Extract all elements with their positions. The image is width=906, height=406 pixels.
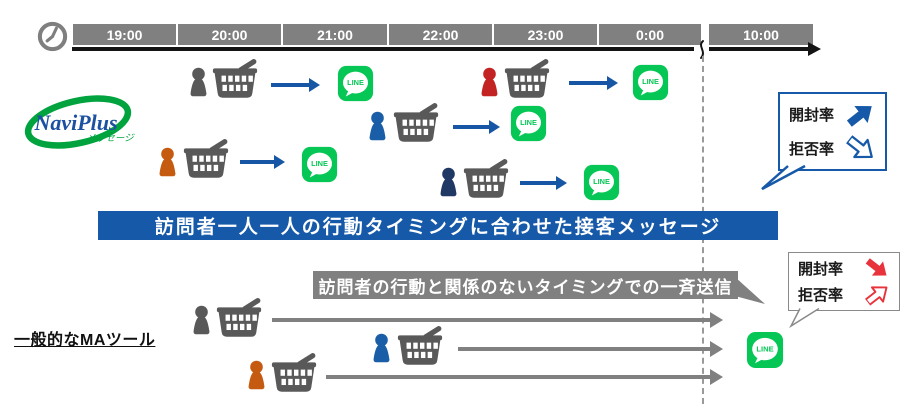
visitor-icon-navy bbox=[440, 167, 457, 197]
open-rate-label: 開封率 bbox=[789, 107, 835, 125]
open-rate-label: 開封率 bbox=[798, 261, 844, 278]
timeline-segment-1000: 10:00 bbox=[709, 24, 813, 45]
cart-icon bbox=[214, 297, 264, 339]
visitor-icon-blue bbox=[373, 333, 390, 363]
svg-text:LINE: LINE bbox=[347, 78, 364, 87]
cart-icon bbox=[269, 352, 319, 394]
reject-rate-label: 拒否率 bbox=[798, 287, 844, 304]
broadcast-arrow bbox=[326, 369, 723, 385]
trend-down-arrow-icon bbox=[841, 129, 880, 167]
time-axis-right bbox=[709, 42, 821, 56]
broadcast-arrow bbox=[272, 312, 723, 328]
line-app-icon: LINE bbox=[510, 105, 547, 142]
line-app-icon: LINE bbox=[746, 331, 784, 369]
cart-icon bbox=[461, 158, 511, 200]
visitor-icon-red bbox=[481, 67, 498, 97]
svg-text:LINE: LINE bbox=[593, 177, 610, 186]
svg-text:LINE: LINE bbox=[311, 159, 328, 168]
svg-text:LINE: LINE bbox=[642, 77, 659, 86]
time-axis-left bbox=[72, 47, 694, 51]
visitor-icon-gray bbox=[190, 67, 207, 97]
line-app-icon: LINE bbox=[301, 146, 338, 183]
naviplus-logo-text: NaviPlus bbox=[33, 110, 117, 135]
line-app-icon: LINE bbox=[337, 65, 374, 102]
timeline-segment-2100: 21:00 bbox=[283, 24, 387, 45]
visitor-icon-orange bbox=[159, 147, 176, 177]
ma-result-bubble: 開封率 拒否率 bbox=[788, 252, 900, 311]
ma-banner-tail bbox=[735, 277, 765, 304]
naviplus-logo-subtext: メッセージ bbox=[86, 133, 135, 144]
timeline-segment-2200: 22:00 bbox=[389, 24, 492, 45]
message-arrow bbox=[240, 155, 285, 169]
trend-up-arrow-icon bbox=[861, 279, 894, 311]
clock-icon bbox=[37, 21, 68, 52]
visitor-icon-gray bbox=[193, 305, 210, 335]
broadcast-arrow bbox=[458, 341, 723, 357]
svg-text:LINE: LINE bbox=[756, 345, 773, 354]
line-app-icon: LINE bbox=[583, 164, 620, 201]
bubble-tail bbox=[789, 307, 820, 329]
message-arrow bbox=[271, 78, 320, 92]
cart-icon bbox=[391, 102, 441, 144]
timeline-segment-2300: 23:00 bbox=[494, 24, 597, 45]
timeline-segment-1900: 19:00 bbox=[73, 24, 176, 45]
timeline-segment-2000: 20:00 bbox=[178, 24, 281, 45]
ma-banner: 訪問者の行動と関係のないタイミングでの一斉送信 bbox=[313, 271, 738, 299]
message-arrow bbox=[453, 120, 500, 134]
cart-icon bbox=[181, 138, 231, 180]
axis-break-squiggle bbox=[700, 40, 704, 59]
naviplus-result-bubble: 開封率 拒否率 bbox=[778, 92, 887, 171]
svg-text:LINE: LINE bbox=[520, 118, 537, 127]
cart-icon bbox=[395, 325, 445, 367]
cart-icon bbox=[210, 58, 260, 100]
timeline-segment-0000: 0:00 bbox=[599, 24, 701, 45]
ma-tool-label: 一般的なMAツール bbox=[14, 332, 156, 349]
bubble-tail bbox=[761, 164, 806, 191]
line-app-icon: LINE bbox=[632, 64, 669, 101]
naviplus-banner: 訪問者一人一人の行動タイミングに合わせた接客メッセージ bbox=[98, 211, 778, 240]
message-arrow bbox=[569, 76, 618, 90]
visitor-icon-orange bbox=[248, 360, 265, 390]
trend-up-arrow-icon bbox=[842, 97, 879, 133]
cart-icon bbox=[502, 58, 552, 100]
reject-rate-label: 拒否率 bbox=[789, 140, 835, 158]
naviplus-logo: NaviPlus メッセージ bbox=[24, 95, 135, 149]
message-arrow bbox=[520, 176, 567, 190]
visitor-icon-blue bbox=[369, 111, 386, 141]
